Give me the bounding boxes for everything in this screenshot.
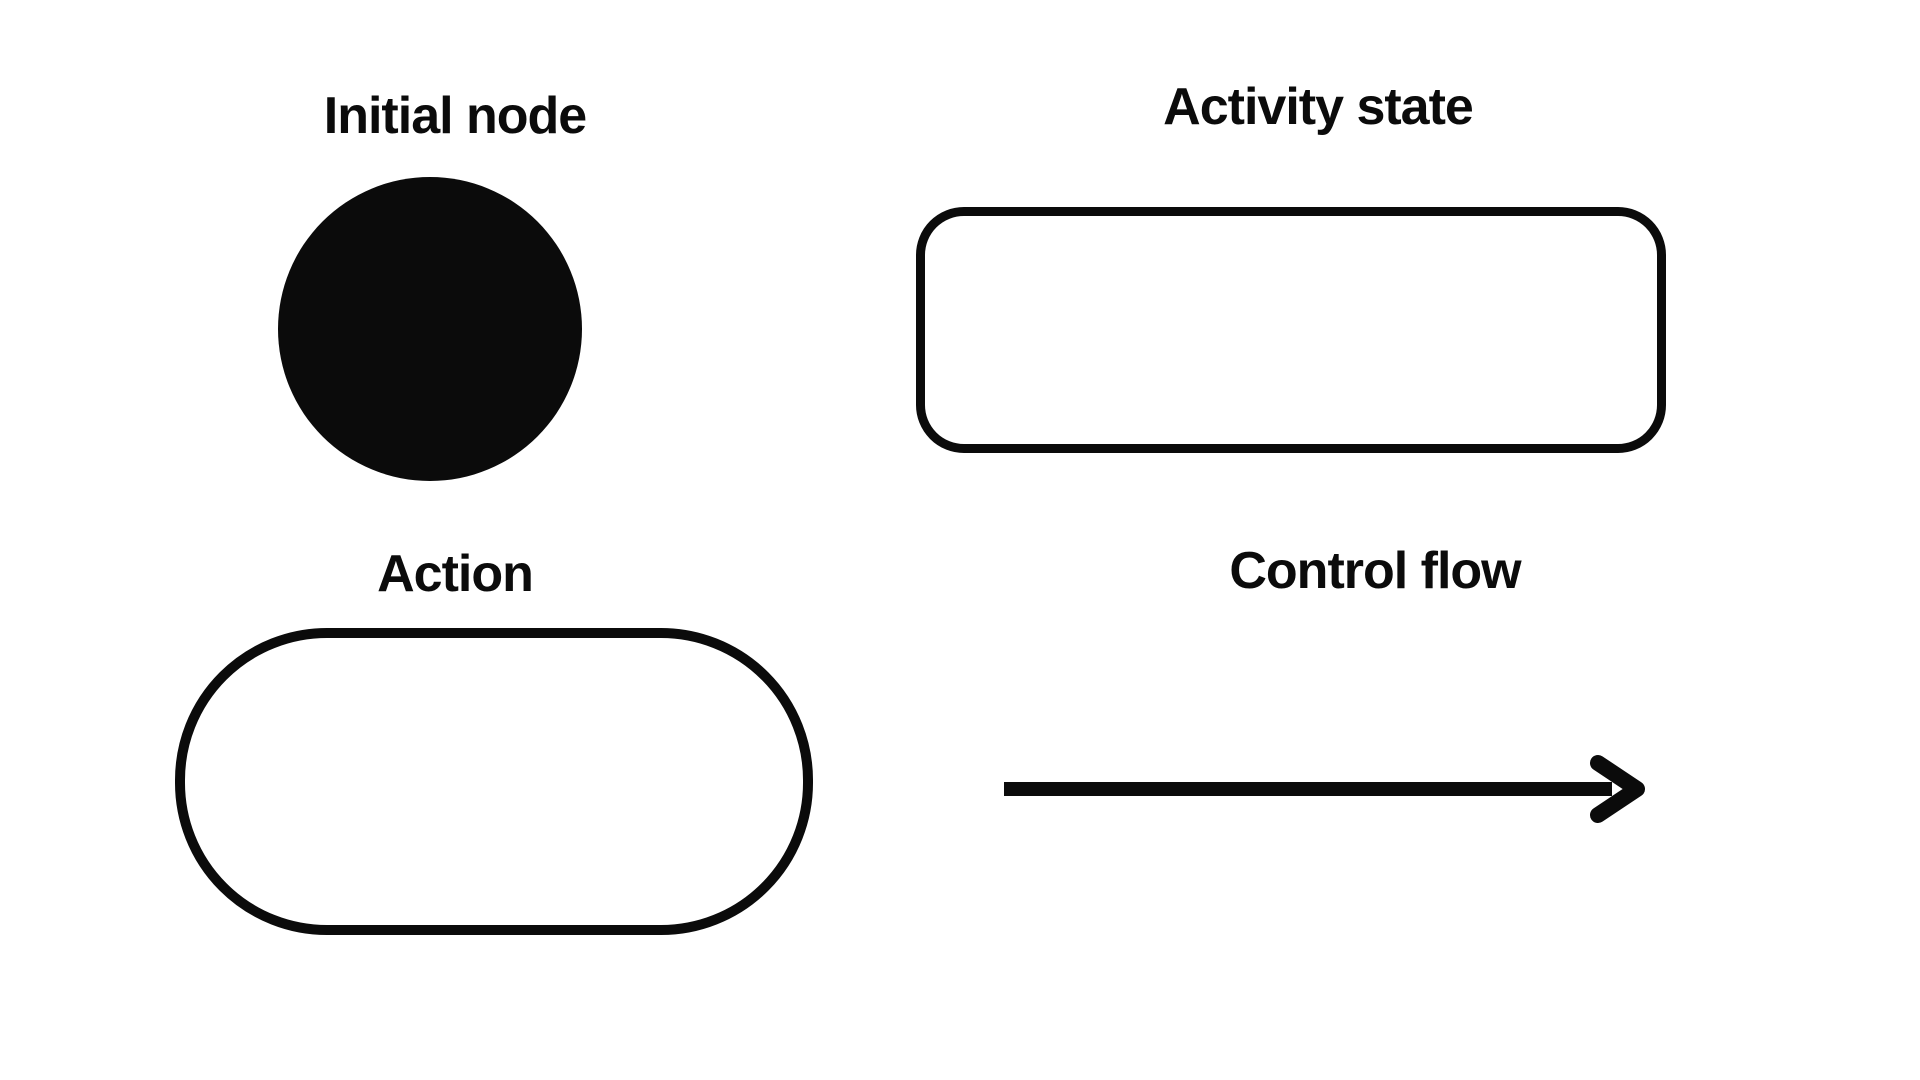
- initial-node-label: Initial node: [323, 87, 587, 145]
- action-shape: [175, 628, 813, 935]
- initial-node-shape: [278, 177, 582, 481]
- control-flow-label: Control flow: [1229, 542, 1521, 600]
- action-label: Action: [377, 545, 534, 603]
- activity-state-label: Activity state: [1163, 78, 1474, 136]
- activity-state-shape: [916, 207, 1666, 453]
- control-flow-arrow-icon: [1004, 755, 1645, 823]
- arrow-head: [1590, 755, 1645, 823]
